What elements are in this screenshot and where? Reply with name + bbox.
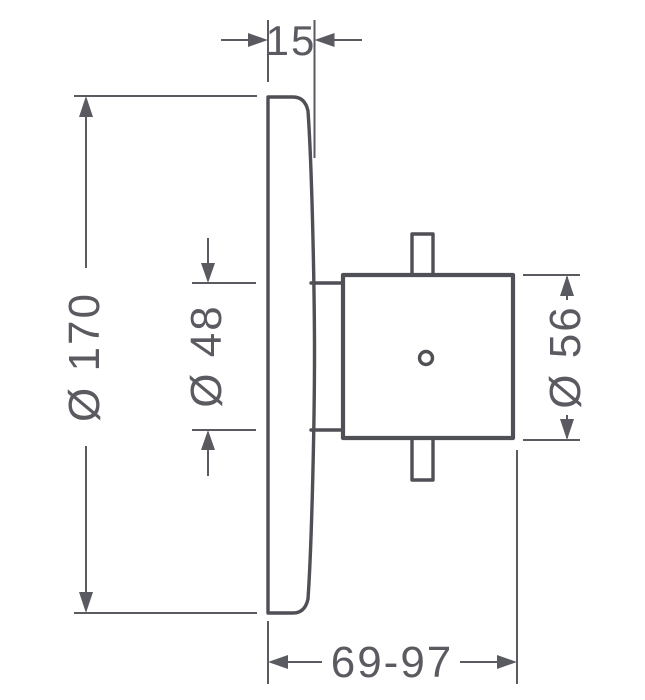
handle-diameter-label: Ø 56 xyxy=(541,305,590,408)
dimension-handle-diameter: Ø 56 xyxy=(523,274,590,441)
dimension-installation-depth: 69-97 xyxy=(267,450,518,687)
inner-diameter-label: Ø 48 xyxy=(182,304,231,407)
dimension-inner-diameter: Ø 48 xyxy=(182,238,256,476)
escutcheon-plate-profile xyxy=(266,95,317,615)
arrowhead-up-icon xyxy=(79,96,93,117)
installation-depth-label: 69-97 xyxy=(331,638,454,687)
handle-pin-bottom xyxy=(410,434,435,482)
arrowhead-down-icon xyxy=(201,263,215,283)
plate-diameter-label: Ø 170 xyxy=(60,292,109,422)
center-screw-hole xyxy=(417,349,435,367)
dimension-plate-diameter: Ø 170 xyxy=(60,95,257,614)
arrowhead-right-icon xyxy=(248,33,268,47)
arrowhead-left-icon xyxy=(268,655,288,669)
arrowhead-up-icon xyxy=(201,430,215,450)
arrowhead-left-icon xyxy=(314,33,335,47)
sleeve-neck xyxy=(309,281,348,432)
arrowhead-down-icon xyxy=(79,592,93,613)
handle-pin-top xyxy=(410,232,435,280)
arrowhead-down-icon xyxy=(560,419,574,440)
arrowhead-right-icon xyxy=(497,655,517,669)
arrowhead-up-icon xyxy=(560,275,574,296)
dimension-plate-depth: 15 xyxy=(221,17,362,158)
plate-depth-label: 15 xyxy=(266,17,317,64)
fixture-side-view xyxy=(266,95,516,615)
